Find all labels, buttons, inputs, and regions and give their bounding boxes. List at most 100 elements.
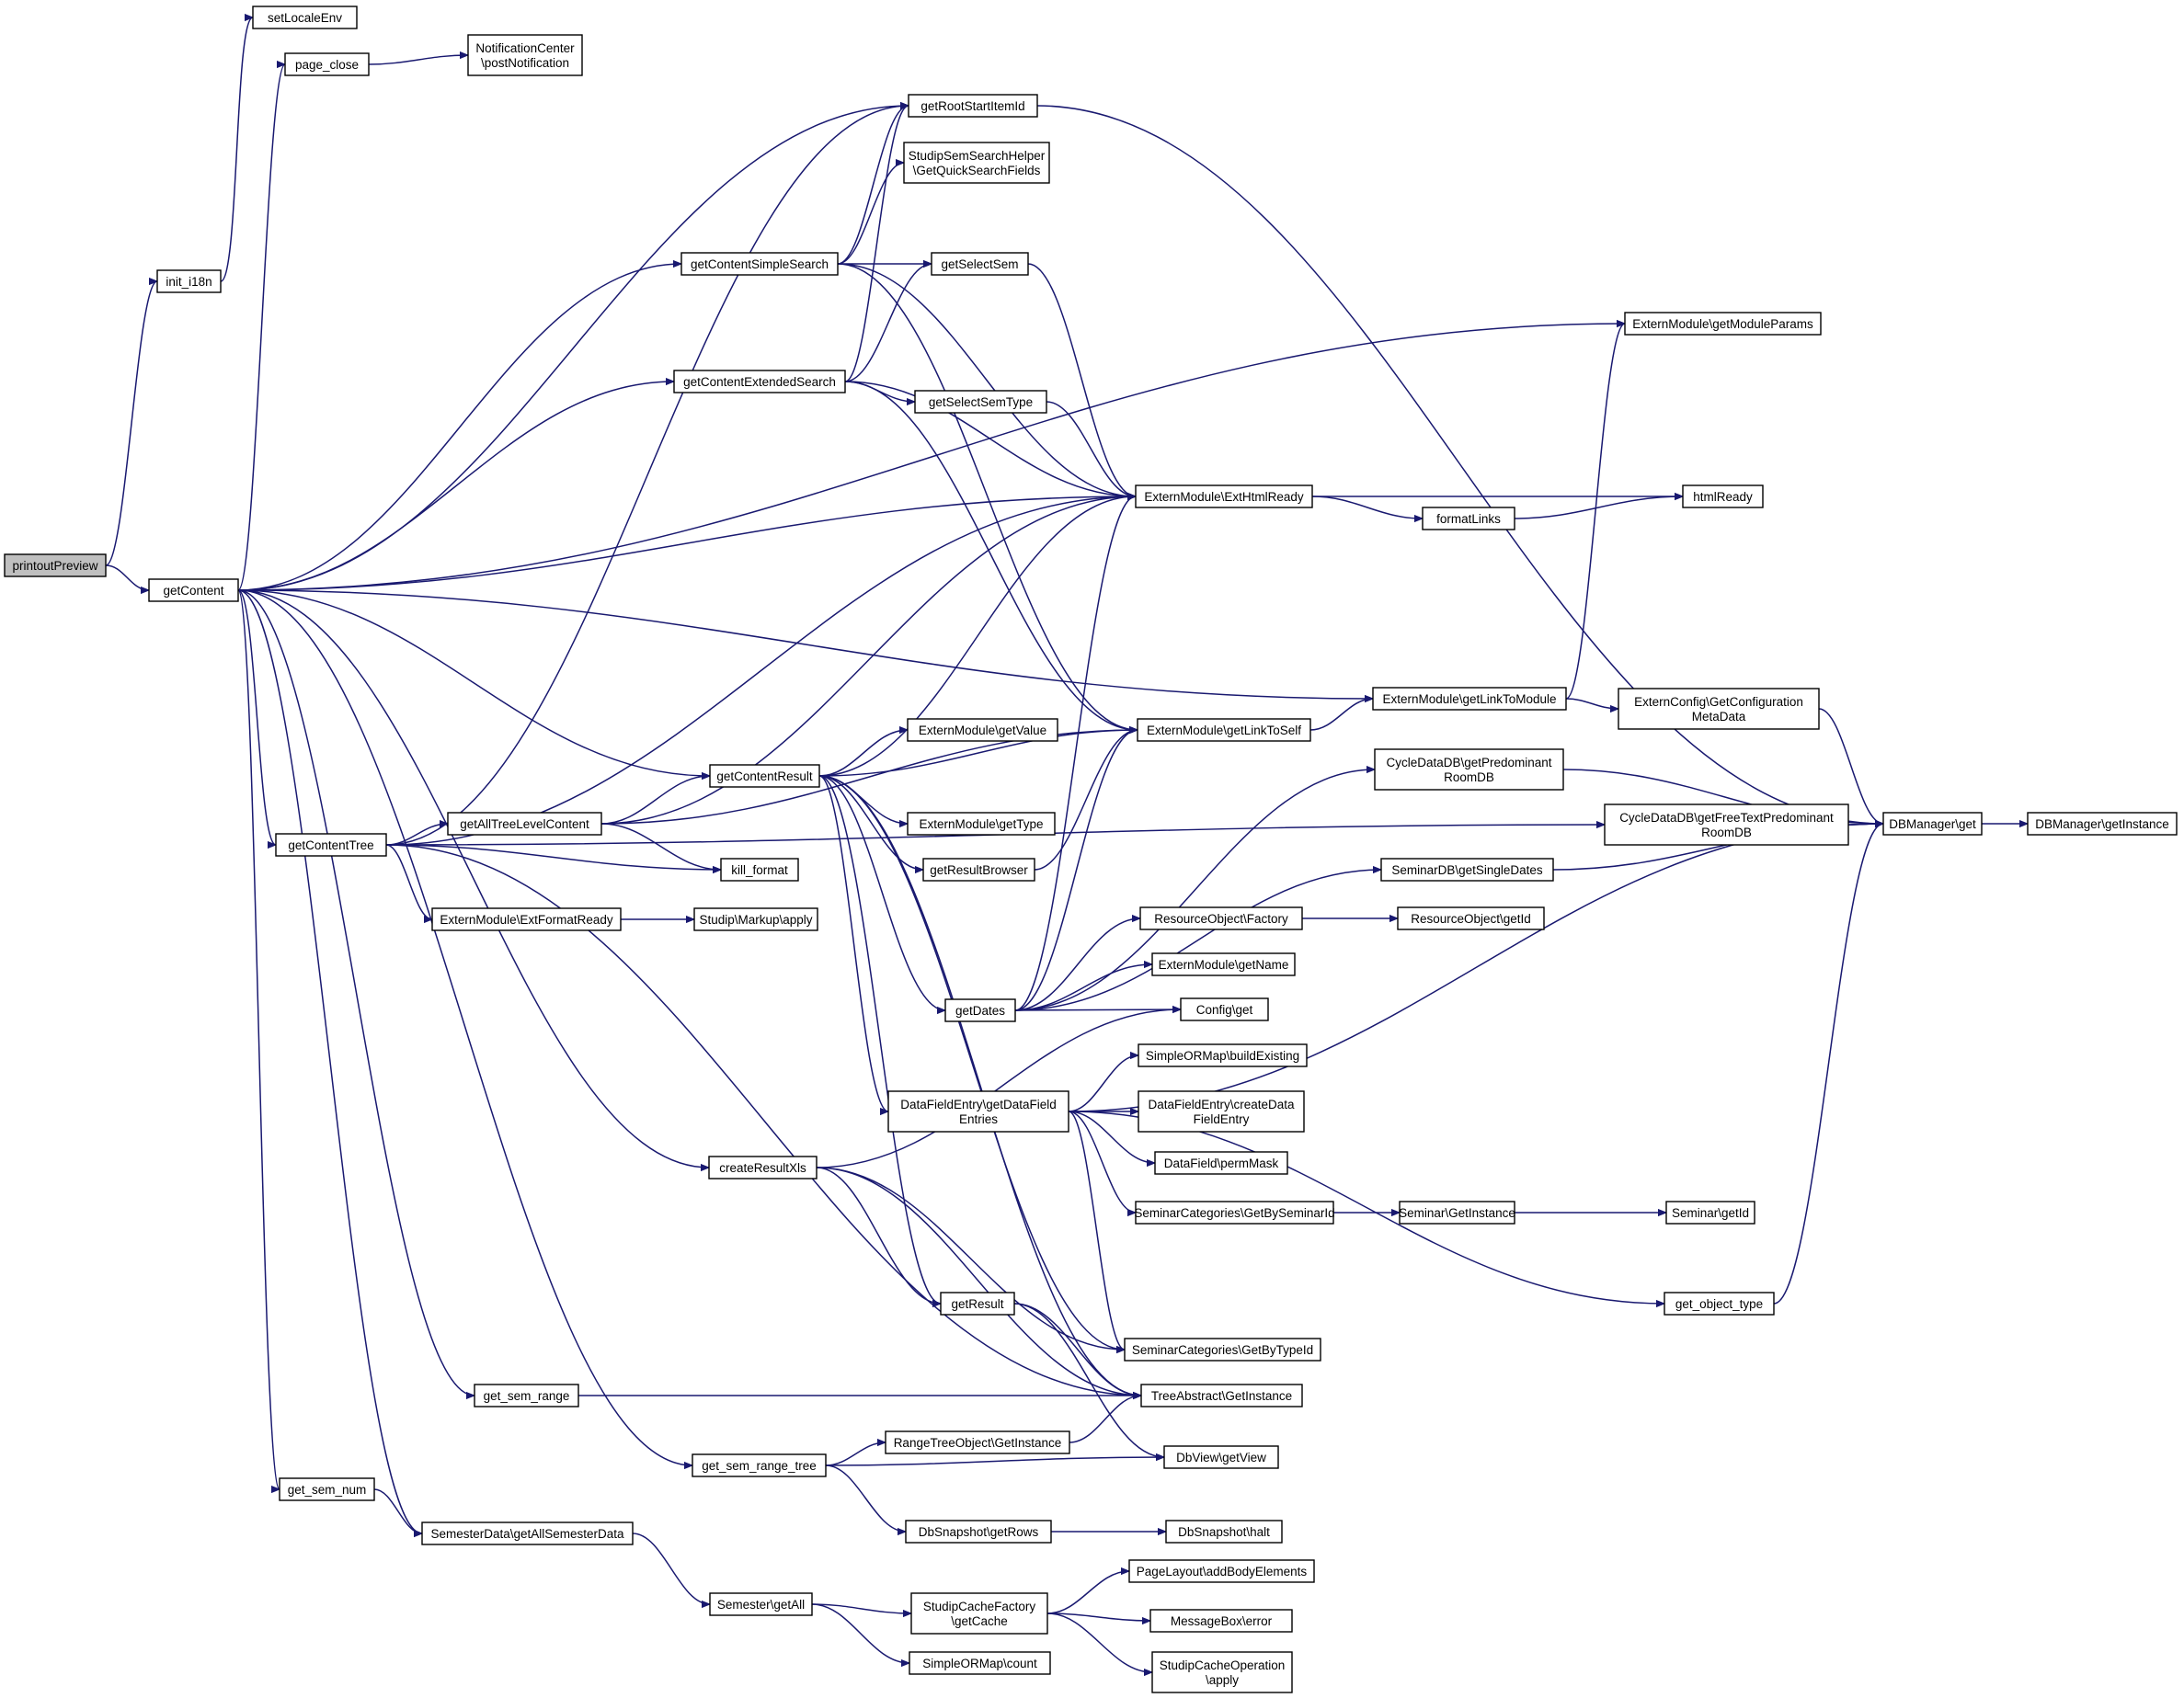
edge-create-result-xls-to-config-get <box>816 1009 1181 1168</box>
node-kill-format[interactable]: kill_format <box>720 858 799 882</box>
node-get-link-to-self[interactable]: ExternModule\getLinkToSelf <box>1137 718 1311 742</box>
node-box <box>1138 1090 1305 1133</box>
node-get-result[interactable]: getResult <box>940 1292 1015 1316</box>
node-get-by-type-id[interactable]: SeminarCategories\GetByTypeId <box>1124 1338 1321 1362</box>
node-markup-apply[interactable]: Studip\Markup\apply <box>693 907 818 931</box>
node-ext-format-ready[interactable]: ExternModule\ExtFormatReady <box>431 907 622 931</box>
edge-create-result-xls-to-get-by-type-id <box>816 1167 1125 1350</box>
node-get-result-browser[interactable]: getResultBrowser <box>922 858 1035 882</box>
node-seminar-get-instance[interactable]: Seminar\GetInstance <box>1399 1201 1515 1225</box>
node-label: get_sem_range_tree <box>702 1459 817 1473</box>
node-label: ExternModule\ExtFormatReady <box>440 913 613 927</box>
edge-get-select-sem-type-to-ext-html-ready <box>1046 401 1137 496</box>
node-get-select-sem-type[interactable]: getSelectSemType <box>914 390 1047 414</box>
node-box <box>2027 812 2178 836</box>
node-seminar-get-id[interactable]: Seminar\getId <box>1665 1201 1755 1225</box>
node-get-all-semester-data[interactable]: SemesterData\getAllSemesterData <box>421 1521 634 1545</box>
edge-get-select-sem-to-ext-html-ready <box>1027 263 1137 496</box>
node-label: get_object_type <box>1675 1297 1763 1311</box>
node-label: ExternConfig\GetConfiguration <box>1634 695 1803 709</box>
node-get-quick-search-fields[interactable]: StudipSemSearchHelper\GetQuickSearchFiel… <box>903 142 1050 184</box>
node-dbmanager-get[interactable]: DBManager\get <box>1882 812 1983 836</box>
node-get-module-params[interactable]: ExternModule\getModuleParams <box>1624 312 1822 336</box>
node-get-cache[interactable]: StudipCacheFactory\getCache <box>910 1592 1048 1635</box>
edge-init-i18n-to-set-locale-env <box>220 17 254 282</box>
node-format-links[interactable]: formatLinks <box>1422 507 1515 530</box>
edge-get-dates-to-get-predominant-room-db <box>1014 769 1375 1011</box>
edge-get-root-start-item-id-to-dbmanager-get <box>1036 105 1883 824</box>
node-get-name[interactable]: ExternModule\getName <box>1151 952 1296 976</box>
node-box <box>474 1384 579 1407</box>
node-get-type[interactable]: ExternModule\getType <box>907 812 1056 836</box>
node-get-sem-range-tree[interactable]: get_sem_range_tree <box>692 1453 827 1477</box>
edge-range-tree-object-get-instance-to-tree-abstract-get-instance <box>1069 1396 1142 1443</box>
node-label: Semester\getAll <box>717 1598 805 1612</box>
node-label: htmlReady <box>1693 490 1753 504</box>
node-set-locale-env[interactable]: setLocaleEnv <box>252 6 358 29</box>
node-box <box>1682 484 1764 508</box>
node-label: SimpleORMap\count <box>922 1657 1037 1670</box>
node-get-by-seminar-id[interactable]: SeminarCategories\GetBySeminarId <box>1134 1201 1335 1225</box>
node-resource-object-factory[interactable]: ResourceObject\Factory <box>1139 906 1303 930</box>
node-box <box>1151 952 1296 976</box>
node-box <box>905 1520 1052 1544</box>
node-label: getContent <box>163 584 223 598</box>
node-get-single-dates[interactable]: SeminarDB\getSingleDates <box>1380 858 1554 882</box>
node-label: SimpleORMap\buildExisting <box>1146 1049 1299 1063</box>
node-printout-preview[interactable]: printoutPreview <box>4 553 107 577</box>
node-label: \getCache <box>951 1614 1008 1628</box>
node-page-close[interactable]: page_close <box>284 52 370 76</box>
edge-semester-get-all-to-get-cache <box>811 1603 911 1613</box>
node-get-value[interactable]: ExternModule\getValue <box>907 718 1058 742</box>
node-label: ExternModule\getValue <box>919 724 1046 737</box>
node-get-object-type[interactable]: get_object_type <box>1664 1292 1775 1316</box>
node-get-sem-num[interactable]: get_sem_num <box>279 1477 375 1501</box>
node-label: createResultXls <box>719 1161 806 1175</box>
node-get-link-to-module[interactable]: ExternModule\getLinkToModule <box>1372 687 1567 711</box>
node-perm-mask[interactable]: DataField\permMask <box>1154 1151 1288 1175</box>
node-add-body-elements[interactable]: PageLayout\addBodyElements <box>1128 1559 1315 1583</box>
node-get-all-tree-level-content[interactable]: getAllTreeLevelContent <box>447 812 602 836</box>
node-post-notification[interactable]: NotificationCenter\postNotification <box>467 34 583 76</box>
node-get-content-extended-search[interactable]: getContentExtendedSearch <box>673 370 846 393</box>
node-get-content-tree[interactable]: getContentTree <box>275 833 387 857</box>
node-db-snapshot-get-rows[interactable]: DbSnapshot\getRows <box>905 1520 1052 1544</box>
node-resource-object-get-id[interactable]: ResourceObject\getId <box>1397 906 1545 930</box>
node-db-snapshot-halt[interactable]: DbSnapshot\halt <box>1165 1520 1283 1544</box>
node-html-ready[interactable]: htmlReady <box>1682 484 1764 508</box>
node-get-root-start-item-id[interactable]: getRootStartItemId <box>908 94 1038 118</box>
node-get-content[interactable]: getContent <box>148 578 239 602</box>
node-box <box>447 812 602 836</box>
node-box <box>421 1521 634 1545</box>
node-label: FieldEntry <box>1194 1112 1250 1126</box>
node-message-box-error[interactable]: MessageBox\error <box>1149 1609 1293 1633</box>
node-simple-ormap-count[interactable]: SimpleORMap\count <box>909 1651 1051 1675</box>
node-label: NotificationCenter <box>475 41 575 55</box>
node-ext-html-ready[interactable]: ExternModule\ExtHtmlReady <box>1135 484 1313 508</box>
node-get-dates[interactable]: getDates <box>944 998 1016 1022</box>
node-get-select-sem[interactable]: getSelectSem <box>931 252 1029 276</box>
node-box <box>940 1292 1015 1316</box>
node-build-existing[interactable]: SimpleORMap\buildExisting <box>1138 1043 1308 1067</box>
edge-get-content-to-get-root-start-item-id <box>237 106 909 591</box>
node-studip-cache-operation-apply[interactable]: StudipCacheOperation\apply <box>1151 1651 1293 1693</box>
node-create-result-xls[interactable]: createResultXls <box>708 1156 818 1179</box>
node-semester-get-all[interactable]: Semester\getAll <box>709 1592 813 1616</box>
node-get-sem-range[interactable]: get_sem_range <box>474 1384 579 1407</box>
node-config-get[interactable]: Config\get <box>1180 997 1269 1021</box>
edge-get-content-to-get-sem-num <box>237 589 280 1489</box>
node-tree-abstract-get-instance[interactable]: TreeAbstract\GetInstance <box>1140 1384 1303 1407</box>
node-range-tree-object-get-instance[interactable]: RangeTreeObject\GetInstance <box>885 1430 1070 1454</box>
node-box <box>907 812 1056 836</box>
node-init-i18n[interactable]: init_i18n <box>156 269 222 293</box>
node-db-view-get-view[interactable]: DbView\getView <box>1163 1445 1279 1469</box>
node-get-content-simple-search[interactable]: getContentSimpleSearch <box>680 252 839 276</box>
node-dbmanager-get-instance[interactable]: DBManager\getInstance <box>2027 812 2178 836</box>
node-get-content-result[interactable]: getContentResult <box>709 764 820 788</box>
